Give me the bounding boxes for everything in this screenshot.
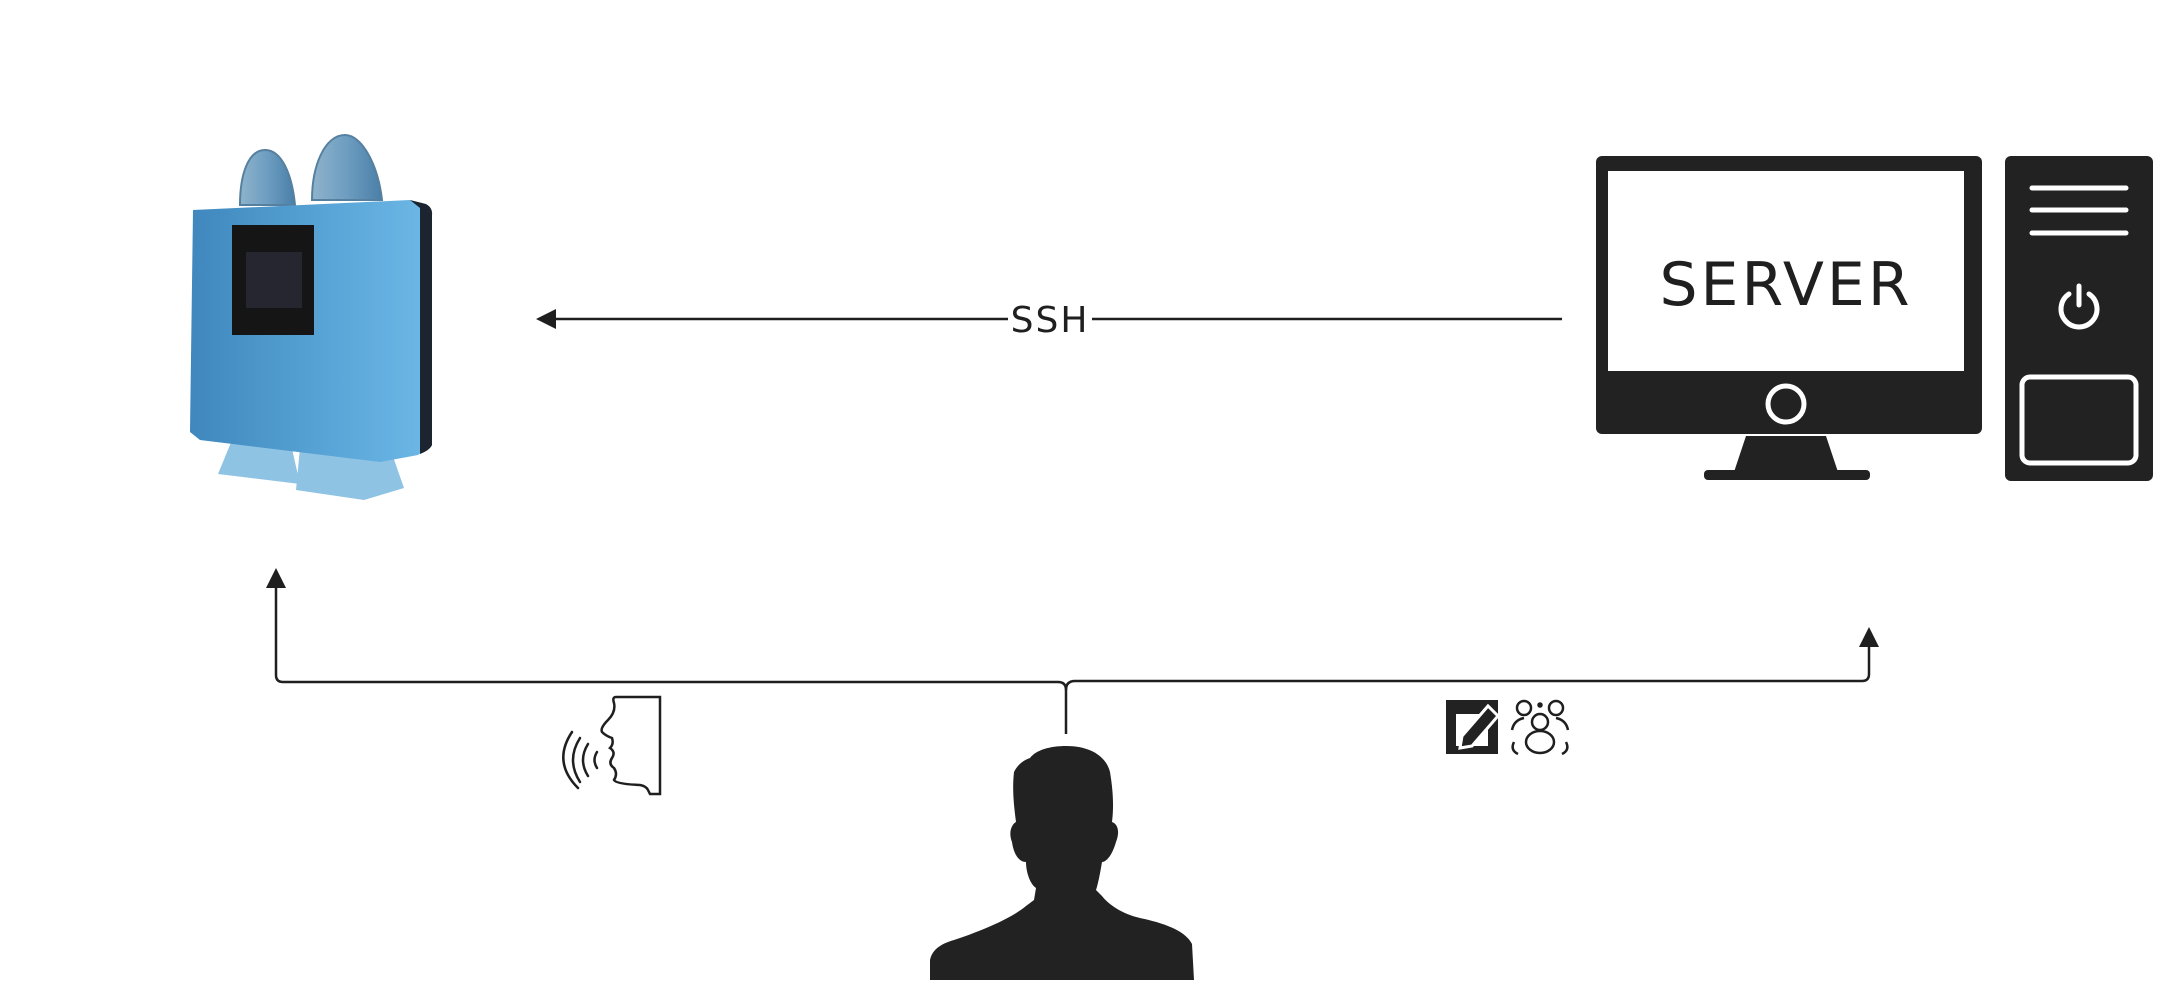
user-silhouette-icon [930,746,1194,980]
voice-command-icon [562,695,662,796]
server-label: SERVER [1659,250,1912,320]
server-computer-icon: SERVER [1596,156,2153,481]
robot-device-icon [190,133,433,500]
user-to-robot-arrow [266,568,1068,734]
ssh-label: SSH [1011,300,1090,341]
user-group-icon [1510,699,1570,756]
user-to-server-arrow [1064,627,1879,691]
edit-form-icon [1446,700,1501,754]
ssh-connection-arrow: SSH [536,300,1562,341]
